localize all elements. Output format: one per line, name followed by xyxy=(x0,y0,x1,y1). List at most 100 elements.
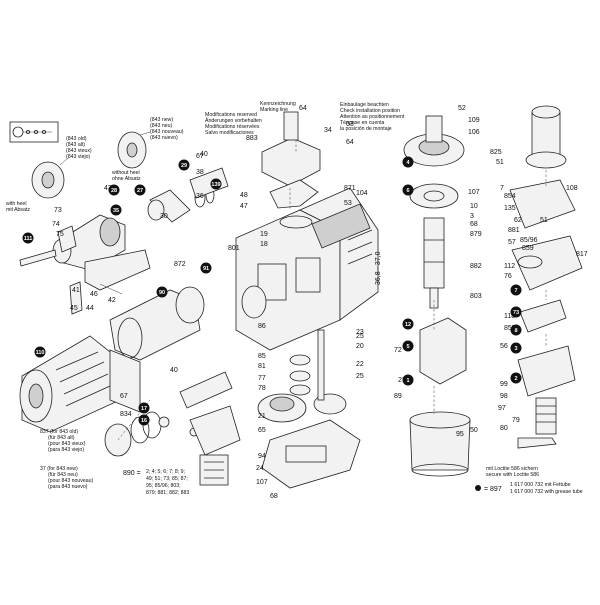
part-label-85: 85 xyxy=(258,353,266,360)
grease-note-de: 1 617 000 732 mit Fettube xyxy=(510,482,571,488)
circled-part-29: 29 xyxy=(178,159,190,171)
part-label-72: 72 xyxy=(394,347,402,354)
part-label-80: 80 xyxy=(500,425,508,432)
part-label-24: 24 xyxy=(256,465,264,472)
part-label-801: 801 xyxy=(228,245,240,252)
part-label-94: 94 xyxy=(258,453,266,460)
cover-cap xyxy=(261,111,321,229)
circled-part-90: 90 xyxy=(156,286,168,298)
part-label-109: 109 xyxy=(468,117,480,124)
circled-part-91: 91 xyxy=(200,262,212,274)
part-label-23: 23 xyxy=(356,329,364,336)
part-label-855: 855 xyxy=(504,325,516,332)
svg-text:110: 110 xyxy=(36,350,45,356)
kit-890-line-1: 2; 4; 5; 6; 7; 8; 9; xyxy=(146,469,185,475)
part-label-104: 104 xyxy=(356,190,368,197)
circled-part-111: 111 xyxy=(22,232,34,244)
circled-part-3: 3 xyxy=(510,342,522,354)
sleeve-with-heel xyxy=(31,157,69,199)
svg-text:5: 5 xyxy=(406,344,409,350)
install-position-de: Einbaulage beachten xyxy=(340,102,389,108)
grease-tube xyxy=(517,437,557,449)
install-position-es: Téngase en cuenta xyxy=(340,120,385,126)
without-heel-label: without heel xyxy=(112,170,140,176)
part-label-3: 3 xyxy=(470,213,474,220)
circled-part-110: 110 xyxy=(34,346,46,358)
kit-890-line-2: 49; 51; 73; 85; 87; xyxy=(146,476,188,482)
mod-reserved-en: Modifications reserved xyxy=(205,112,257,118)
kit-890-line-4: 879; 881; 882; 883 xyxy=(146,490,189,496)
part-label-42: 42 xyxy=(108,297,116,304)
svg-text:16: 16 xyxy=(141,418,147,424)
part-label-62: 62 xyxy=(514,217,522,224)
part-label-50: 50 xyxy=(470,427,478,434)
svg-text:1: 1 xyxy=(406,378,409,384)
circled-part-27: 27 xyxy=(134,184,146,196)
mod-reserved-fr: Modifications réservées xyxy=(205,124,260,130)
part-label-46: 46 xyxy=(90,291,98,298)
variant-843-new: (843 new) xyxy=(150,117,173,123)
part-label-872: 872 xyxy=(174,261,186,268)
with-heel-label: with heel xyxy=(6,201,26,207)
part-label-34: 34 xyxy=(324,127,332,134)
circled-part-5: 5 xyxy=(402,340,414,352)
mod-reserved-es: Salvo modificaciones xyxy=(205,130,254,136)
install-position-en: Check installation position xyxy=(340,108,400,114)
variant-843-vieux: (843 vieux) xyxy=(66,148,92,154)
part-label-106: 106 xyxy=(468,129,480,136)
part-label-107: 107 xyxy=(468,189,480,196)
part-label-95: 95 xyxy=(456,431,464,438)
svg-text:139: 139 xyxy=(211,182,220,188)
part-label-44: 44 xyxy=(86,305,94,312)
part-label-65: 65 xyxy=(258,427,266,434)
variant-843-nouveau: (843 nouveau) xyxy=(150,129,184,135)
cylinder-assembly xyxy=(19,335,141,433)
without-heel-label-de: ohne Absatz xyxy=(112,176,141,182)
variant-37-es: (para 843 nuevo) xyxy=(48,484,88,490)
svg-text:90: 90 xyxy=(159,290,165,296)
variant-37-de: (für 843 neu) xyxy=(48,472,78,478)
part-label-45: 45 xyxy=(70,305,78,312)
part-label-36: 36 xyxy=(196,193,204,200)
part-label-57: 57 xyxy=(508,239,516,246)
part-label-73: 73 xyxy=(54,207,62,214)
drawing-number: 36,8 - 37,0 xyxy=(375,251,382,285)
part-label-881: 881 xyxy=(508,227,520,234)
part-label-825: 825 xyxy=(490,149,502,156)
switch-housing xyxy=(189,405,241,486)
svg-text:73: 73 xyxy=(513,310,519,316)
motor-housing xyxy=(235,187,379,351)
circled-part-8: 8 xyxy=(510,324,522,336)
part-label-112: 112 xyxy=(504,263,515,270)
tool-holder-assembly xyxy=(19,167,229,361)
circled-part-35: 35 xyxy=(110,204,122,216)
with-heel-label-de: mit Absatz xyxy=(6,207,30,213)
part-label-38: 38 xyxy=(196,169,204,176)
part-label-81: 81 xyxy=(258,363,266,370)
circled-part-73: 73 xyxy=(510,306,522,318)
part-label-20: 20 xyxy=(356,343,364,350)
mod-reserved-de: Änderungen vorbehalten xyxy=(205,117,262,124)
part-label-27: 27 xyxy=(398,377,406,384)
field-coil xyxy=(409,317,471,477)
part-label-40: 40 xyxy=(170,367,178,374)
part-label-56: 56 xyxy=(500,343,508,350)
svg-text:111: 111 xyxy=(24,236,33,242)
part-label-97: 97 xyxy=(498,405,506,412)
grease-note-number: = 897 xyxy=(484,486,502,493)
fan-assembly xyxy=(403,115,465,209)
variant-843-neu: (843 neu) xyxy=(150,123,172,129)
marking-line-en: Marking line xyxy=(260,107,288,113)
part-label-47: 47 xyxy=(240,203,248,210)
kit-890-label: 890 = xyxy=(123,470,141,477)
circled-part-7: 7 xyxy=(510,284,522,296)
part-label-30: 30 xyxy=(160,213,168,220)
install-position-fr: Attention au positionnement xyxy=(340,114,405,120)
part-label-89: 89 xyxy=(394,393,402,400)
svg-text:3: 3 xyxy=(514,346,517,352)
circled-part-6: 6 xyxy=(402,184,414,196)
